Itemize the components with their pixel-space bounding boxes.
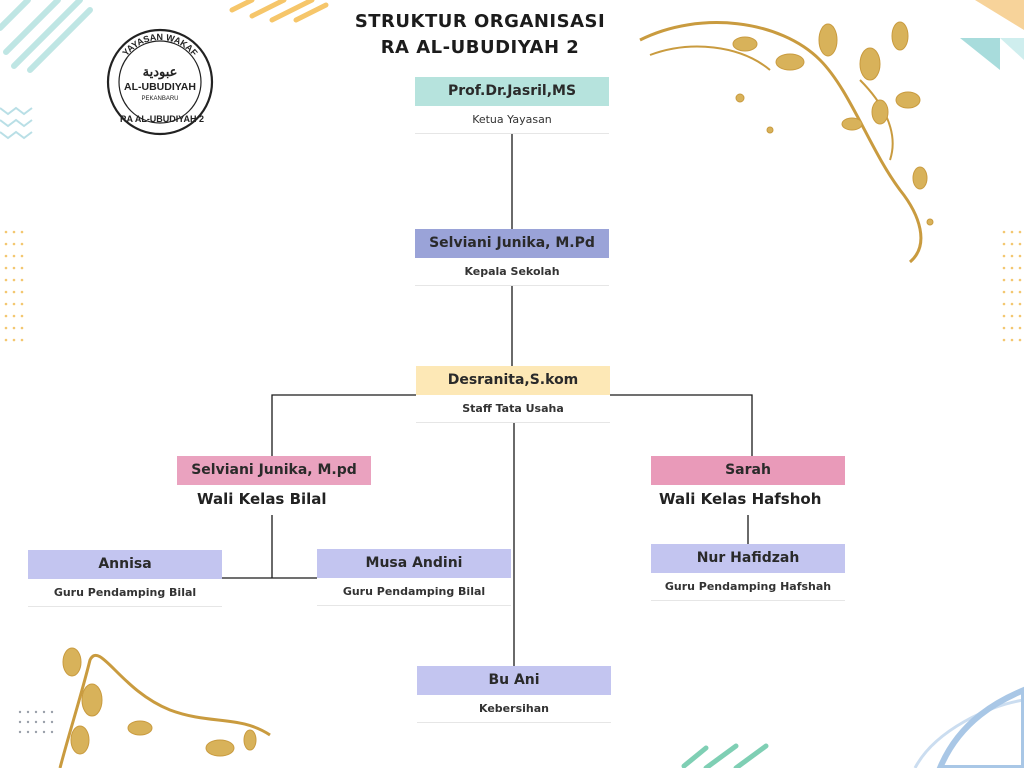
node-name: Sarah <box>651 456 845 485</box>
node-wali-kelas-bilal: Selviani Junika, M.pd Wali Kelas Bilal <box>177 456 371 515</box>
node-name: Musa Andini <box>317 549 511 578</box>
node-role: Wali Kelas Bilal <box>177 485 371 515</box>
node-musa-andini: Musa Andini Guru Pendamping Bilal <box>317 549 511 606</box>
zigzag-decoration-left <box>0 106 33 140</box>
logo-sub-text: PEKANBARU <box>141 96 178 102</box>
node-role: Kepala Sekolah <box>415 258 609 286</box>
node-ketua-yayasan: Prof.Dr.Jasril,MS Ketua Yayasan <box>415 77 609 134</box>
dots-decoration-bottom-left <box>18 710 54 734</box>
node-role: Guru Pendamping Hafshah <box>651 573 845 601</box>
logo-arabic-glyph: ﻋﺒﻮﺩﻳﺔ <box>143 65 178 80</box>
node-name: Selviani Junika, M.pd <box>177 456 371 485</box>
page-title-line2: RA AL-UBUDIYAH 2 <box>380 37 580 58</box>
node-kepala-sekolah: Selviani Junika, M.Pd Kepala Sekolah <box>415 229 609 286</box>
node-staff-tata-usaha: Desranita,S.kom Staff Tata Usaha <box>416 366 610 423</box>
node-annisa: Annisa Guru Pendamping Bilal <box>28 550 222 607</box>
dots-decoration <box>4 230 1022 342</box>
node-role: Guru Pendamping Bilal <box>317 578 511 606</box>
yayasan-logo: YAYASAN WAKAF ﻋﺒﻮﺩﻳﺔ AL-UBUDIYAH PEKANBA… <box>106 28 214 136</box>
node-role: Guru Pendamping Bilal <box>28 579 222 607</box>
node-name: Bu Ani <box>417 666 611 695</box>
node-name: Prof.Dr.Jasril,MS <box>415 77 609 106</box>
node-bu-ani: Bu Ani Kebersihan <box>417 666 611 723</box>
node-role: Ketua Yayasan <box>415 106 609 134</box>
teal-triangles-decoration <box>960 0 1024 70</box>
node-role: Wali Kelas Hafshoh <box>651 485 845 515</box>
logo-bottom-text: RA AL-UBUDIYAH 2 <box>120 114 204 124</box>
teal-brush-decoration <box>0 0 93 73</box>
node-name: Desranita,S.kom <box>416 366 610 395</box>
green-stripes-decoration <box>681 743 769 768</box>
node-role: Kebersihan <box>417 695 611 723</box>
gold-floral-decoration-bottom-left <box>58 647 271 768</box>
node-name: Selviani Junika, M.Pd <box>415 229 609 258</box>
connector-lines <box>222 132 753 666</box>
node-role: Staff Tata Usaha <box>416 395 610 423</box>
node-nur-hafidzah: Nur Hafidzah Guru Pendamping Hafshah <box>651 544 845 601</box>
gold-floral-decoration-top-right <box>639 21 934 264</box>
node-name: Nur Hafidzah <box>651 544 845 573</box>
logo-center-text: AL-UBUDIYAH <box>124 81 196 93</box>
page-title-line1: STRUKTUR ORGANISASI <box>354 11 606 32</box>
node-wali-kelas-hafshoh: Sarah Wali Kelas Hafshoh <box>651 456 845 515</box>
blue-brush-decoration-2 <box>913 698 1024 768</box>
node-name: Annisa <box>28 550 222 579</box>
orange-stripes-decoration <box>229 0 329 23</box>
